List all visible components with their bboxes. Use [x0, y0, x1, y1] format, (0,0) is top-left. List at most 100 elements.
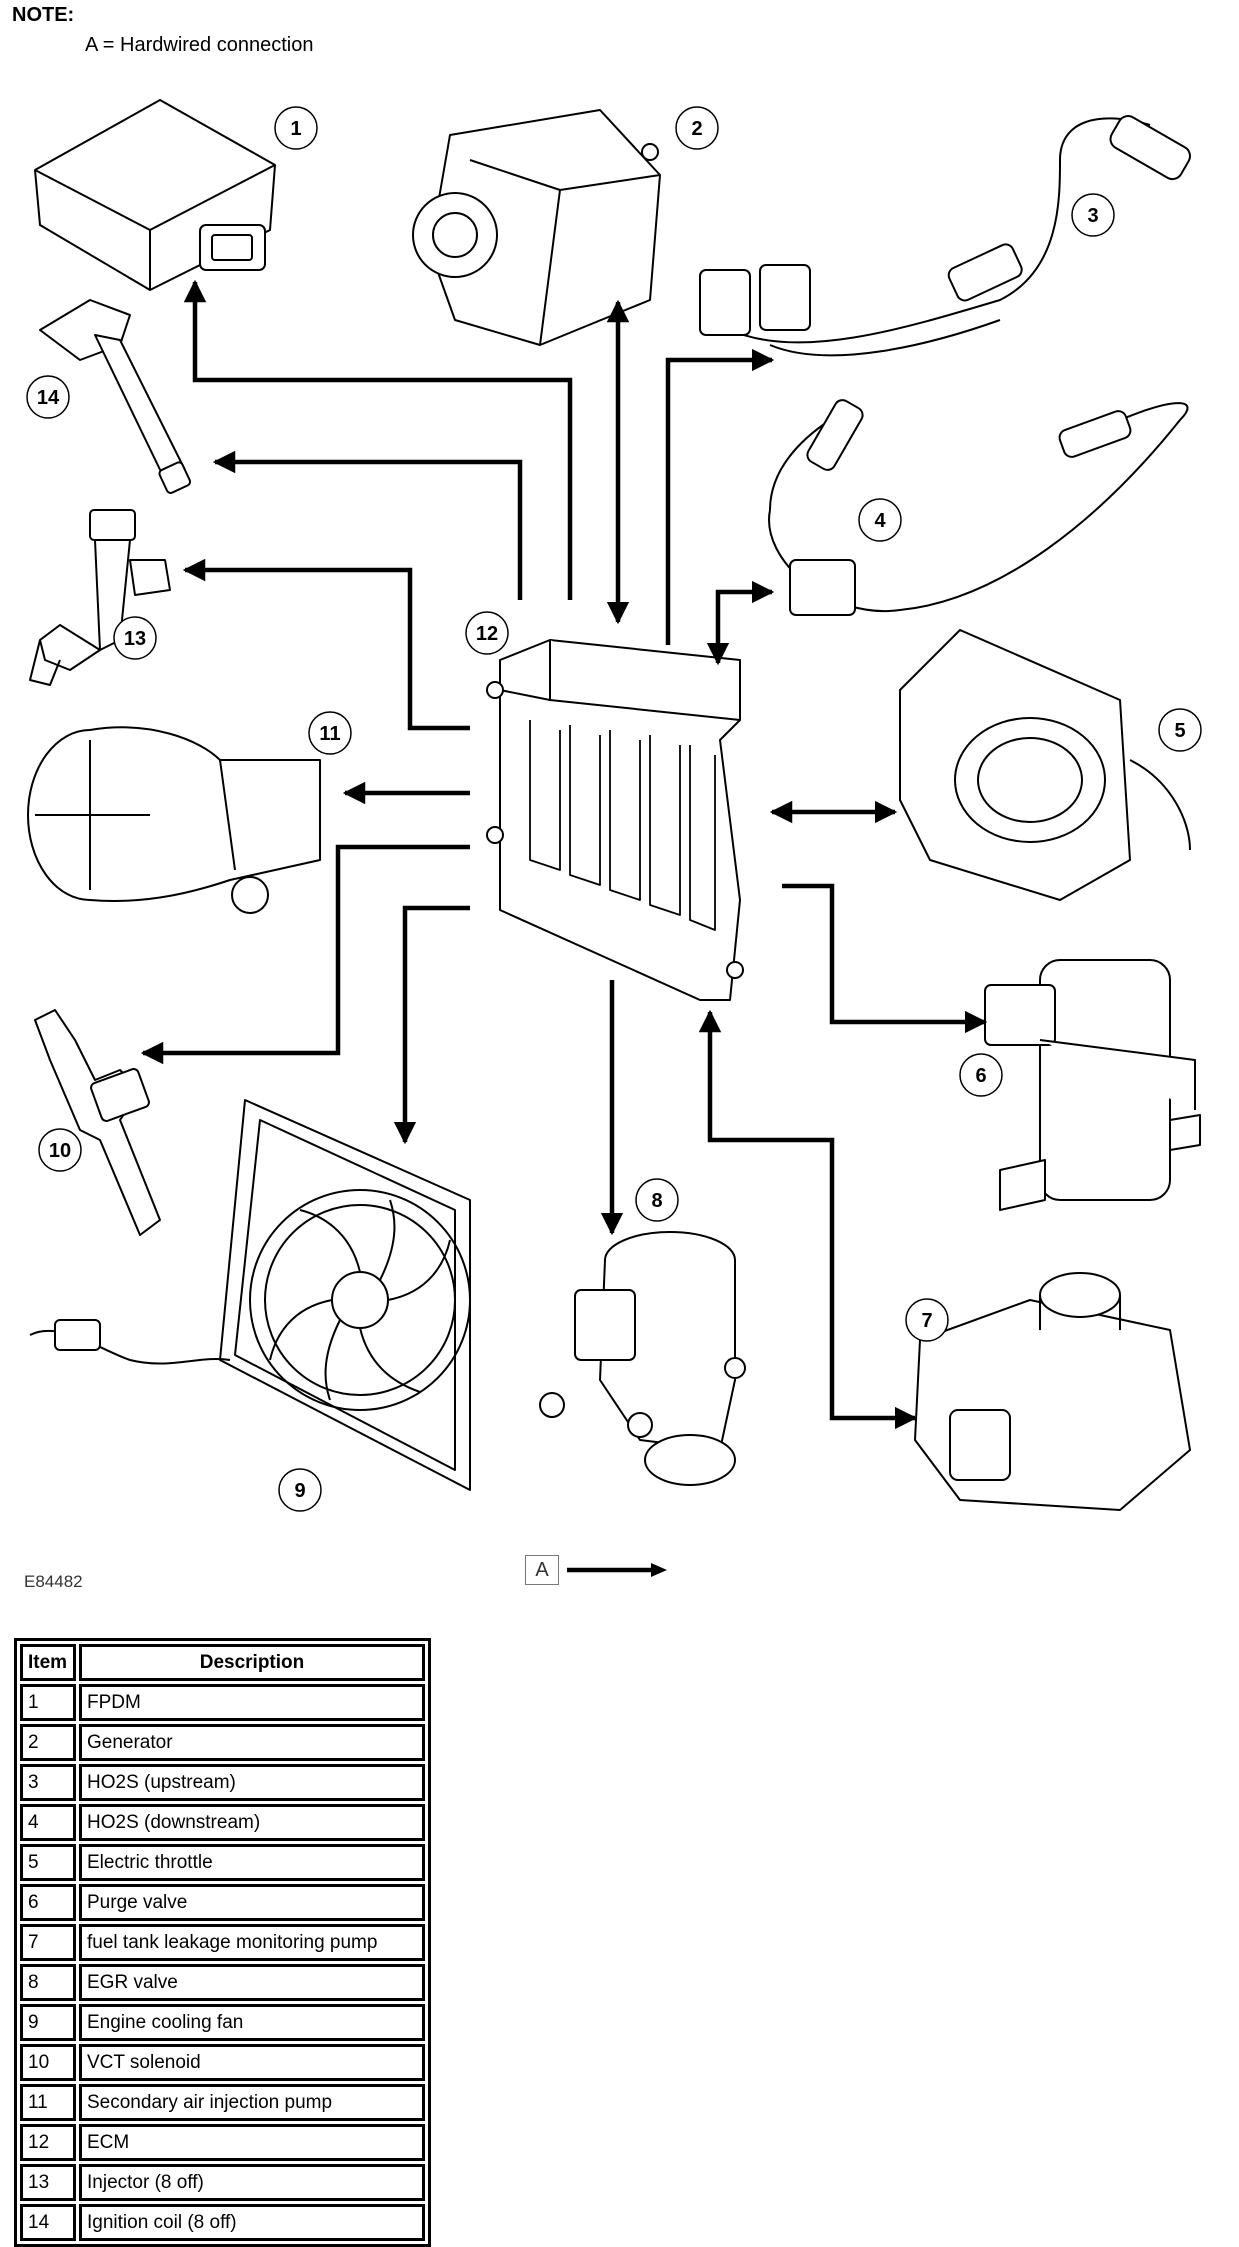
vct-solenoid-drawing: [34, 1009, 161, 1236]
svg-text:11: 11: [319, 723, 340, 745]
item-description: fuel tank leakage monitoring pump: [79, 1924, 425, 1961]
header-description: Description: [79, 1644, 425, 1681]
item-description: Engine cooling fan: [79, 2004, 425, 2041]
svg-text:14: 14: [37, 387, 60, 409]
svg-text:10: 10: [49, 1140, 71, 1162]
item-number: 7: [20, 1924, 76, 1961]
item-number: 9: [20, 2004, 76, 2041]
arrow-ho2s-downstream: [706, 580, 775, 666]
figure-id: E84482: [24, 1572, 83, 1591]
item-description: Generator: [79, 1724, 425, 1761]
arrow-ignition-coil: [212, 450, 523, 600]
item-number: 14: [20, 2204, 76, 2241]
purge-valve-drawing: [984, 959, 1201, 1211]
item-number: 12: [20, 2124, 76, 2161]
legend-arrow-icon: [567, 1563, 668, 1577]
item-description: Ignition coil (8 off): [79, 2204, 425, 2241]
arrow-cooling-fan: [393, 905, 470, 1145]
egr-valve-drawing: [539, 1231, 746, 1486]
ho2s-downstream-drawing: [768, 399, 1189, 616]
arrow-vct-solenoid: [140, 844, 470, 1065]
item-number: 5: [20, 1844, 76, 1881]
callout-12: 12: [465, 611, 509, 655]
arrow-ho2s-upstream: [665, 348, 775, 645]
callout-13: 13: [113, 616, 157, 660]
item-description: EGR valve: [79, 1964, 425, 2001]
callout-8: 8: [635, 1178, 679, 1222]
item-description: Secondary air injection pump: [79, 2084, 425, 2121]
svg-text:3: 3: [1087, 205, 1098, 227]
leakage-pump-drawing: [914, 1272, 1191, 1511]
fpdm-module-drawing: [34, 99, 276, 291]
item-description: Purge valve: [79, 1884, 425, 1921]
item-number: 6: [20, 1884, 76, 1921]
table-header-row: Item Description: [20, 1644, 425, 1681]
callout-3: 3: [1071, 193, 1115, 237]
callout-1: 1: [274, 106, 318, 150]
injector-drawing: [29, 509, 171, 686]
item-number: 4: [20, 1804, 76, 1841]
item-number: 11: [20, 2084, 76, 2121]
arrow-purge-valve: [782, 883, 988, 1034]
svg-text:6: 6: [975, 1065, 986, 1087]
callout-10: 10: [38, 1128, 82, 1172]
item-description: ECM: [79, 2124, 425, 2161]
item-description: HO2S (downstream): [79, 1804, 425, 1841]
svg-text:5: 5: [1174, 720, 1185, 742]
item-number: 1: [20, 1684, 76, 1721]
note-text: A = Hardwired connection: [85, 34, 314, 56]
callout-14: 14: [26, 375, 70, 419]
item-description: Electric throttle: [79, 1844, 425, 1881]
item-number: 13: [20, 2164, 76, 2201]
generator-drawing: [412, 109, 661, 346]
item-number: 10: [20, 2044, 76, 2081]
svg-text:7: 7: [921, 1310, 932, 1332]
ignition-coil-drawing: [39, 299, 192, 494]
item-number: 8: [20, 1964, 76, 2001]
svg-text:12: 12: [476, 623, 498, 645]
svg-text:8: 8: [651, 1190, 662, 1212]
svg-text:1: 1: [290, 118, 301, 140]
callout-6: 6: [959, 1053, 1003, 1097]
svg-text:2: 2: [691, 118, 702, 140]
note-title: NOTE:: [12, 4, 75, 26]
item-description: FPDM: [79, 1684, 425, 1721]
svg-text:9: 9: [294, 1480, 305, 1502]
ho2s-upstream-drawing: [699, 115, 1191, 357]
legend-key: A: [525, 1555, 559, 1585]
callout-5: 5: [1158, 708, 1202, 752]
arrow-fpdm: [183, 279, 573, 600]
arrow-injector: [182, 558, 470, 731]
svg-text:4: 4: [874, 510, 886, 532]
header-item: Item: [20, 1644, 76, 1681]
svg-text:13: 13: [124, 628, 146, 650]
item-description: VCT solenoid: [79, 2044, 425, 2081]
wiring-diagram: 1 2 3 4 5 6 7 8 9 10 11 12 13 14: [26, 99, 1202, 1512]
callout-9: 9: [278, 1468, 322, 1512]
item-description: Injector (8 off): [79, 2164, 425, 2201]
callout-11: 11: [308, 711, 352, 755]
cooling-fan-drawing: [29, 1099, 471, 1491]
item-number: 2: [20, 1724, 76, 1761]
callout-4: 4: [858, 498, 902, 542]
item-description: HO2S (upstream): [79, 1764, 425, 1801]
callout-7: 7: [905, 1298, 949, 1342]
hardwired-legend: A: [525, 1555, 673, 1585]
arrow-leakage-pump: [698, 1009, 918, 1430]
ecm-drawing: [486, 639, 744, 1001]
callout-2: 2: [675, 106, 719, 150]
